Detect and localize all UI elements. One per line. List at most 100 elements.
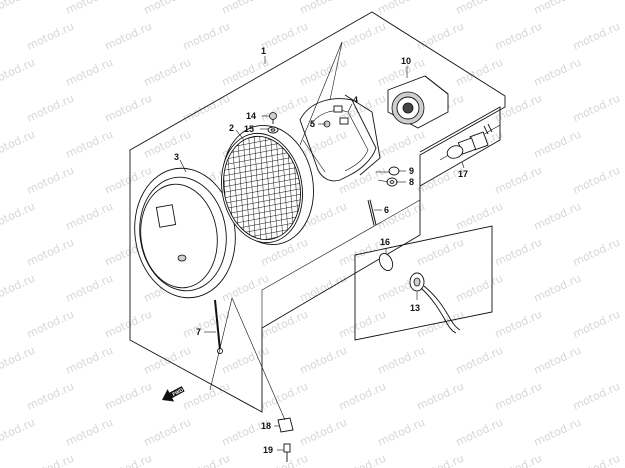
watermark-text: motod.ru <box>493 92 544 125</box>
callout-3: 3 <box>174 152 179 162</box>
watermark-text: motod.ru <box>25 236 76 269</box>
watermark-text: motod.ru <box>493 308 544 341</box>
watermark-text: motod.ru <box>142 56 193 89</box>
watermark-text: motod.ru <box>298 0 349 17</box>
bracket-bolt <box>367 199 377 226</box>
watermark-text: motod.ru <box>571 380 622 413</box>
watermark-text: motod.ru <box>298 272 349 305</box>
watermark-text: motod.ru <box>103 452 154 468</box>
headlamp-bracket <box>299 94 381 182</box>
watermark-text: motod.ru <box>376 0 427 17</box>
watermark-text: motod.ru <box>532 0 583 17</box>
watermark-text: motod.ru <box>103 380 154 413</box>
watermark-text: motod.ru <box>415 20 466 53</box>
watermark-text: motod.ru <box>376 128 427 161</box>
watermark-text: motod.ru <box>142 416 193 449</box>
watermark-text: motod.ru <box>0 416 37 449</box>
watermark-text: motod.ru <box>493 380 544 413</box>
callout-6: 6 <box>384 205 389 215</box>
watermark-text: motod.ru <box>259 308 310 341</box>
watermark-text: motod.ru <box>571 452 622 468</box>
watermark-text: motod.ru <box>220 344 271 377</box>
watermark-text: motod.ru <box>0 0 37 17</box>
watermark-text: motod.ru <box>532 344 583 377</box>
watermark-text: motod.ru <box>493 236 544 269</box>
callout-4: 4 <box>353 95 358 105</box>
headlamp-unit <box>215 124 314 246</box>
watermark-text: motod.ru <box>337 452 388 468</box>
callout-13: 13 <box>410 303 420 313</box>
watermark-text: motod.ru <box>181 452 232 468</box>
watermark-text: motod.ru <box>0 200 37 233</box>
callout-15: 15 <box>244 124 254 134</box>
watermark-text: motod.ru <box>454 416 505 449</box>
callout-17: 17 <box>458 169 468 179</box>
watermark-text: motod.ru <box>298 344 349 377</box>
watermark-text: motod.ru <box>0 272 37 305</box>
watermark-text: motod.ru <box>64 128 115 161</box>
watermark-text: motod.ru <box>571 20 622 53</box>
watermark-text: motod.ru <box>259 380 310 413</box>
watermark-text: motod.ru <box>25 164 76 197</box>
assembly-frame <box>129 11 506 413</box>
watermark-text: motod.ru <box>64 272 115 305</box>
callout-7: 7 <box>196 327 201 337</box>
watermark-text: motod.ru <box>25 308 76 341</box>
nut-8 <box>386 177 398 187</box>
watermark-text: motod.ru <box>181 380 232 413</box>
watermark-text: motod.ru <box>493 452 544 468</box>
watermark-text: motod.ru <box>298 56 349 89</box>
bulb-socket-wire <box>409 272 461 334</box>
watermark-text: motod.ru <box>571 236 622 269</box>
callout-14: 14 <box>246 111 256 121</box>
callout-labels: 1 2 3 4 5 6 7 8 9 10 13 14 15 16 17 18 1… <box>174 46 468 455</box>
watermark-text: motod.ru <box>532 56 583 89</box>
bulb-dust-cover <box>387 75 449 129</box>
watermark-text: motod.ru <box>220 272 271 305</box>
watermark-text: motod.ru <box>571 92 622 125</box>
watermark-text: motod.ru <box>103 92 154 125</box>
watermark-text: motod.ru <box>454 344 505 377</box>
watermark-text: motod.ru <box>454 56 505 89</box>
watermark-text: motod.ru <box>64 0 115 17</box>
watermark-text: motod.ru <box>103 308 154 341</box>
watermark-text: motod.ru <box>64 200 115 233</box>
watermark-text: motod.ru <box>415 380 466 413</box>
watermark-text: motod.ru <box>454 272 505 305</box>
callout-10: 10 <box>401 56 411 66</box>
watermark-text: motod.ru <box>259 92 310 125</box>
watermark-text: motod.ru <box>298 416 349 449</box>
callout-18: 18 <box>261 421 271 431</box>
watermark-text: motod.ru <box>103 20 154 53</box>
watermark-text: motod.ru <box>25 20 76 53</box>
watermark-text: motod.ru <box>532 128 583 161</box>
callout-19: 19 <box>263 445 273 455</box>
callout-2: 2 <box>229 123 234 133</box>
watermark-text: motod.ru <box>337 20 388 53</box>
grommet-9 <box>388 166 400 176</box>
watermark-text: motod.ru <box>25 380 76 413</box>
watermark-text: motod.ru <box>493 20 544 53</box>
watermark-text: motod.ru <box>64 416 115 449</box>
watermark-text: motod.ru <box>25 452 76 468</box>
watermark-text: motod.ru <box>181 20 232 53</box>
watermark-text: motod.ru <box>64 344 115 377</box>
washer-15 <box>267 126 279 134</box>
screw-14 <box>269 112 277 124</box>
leader-lines <box>179 41 465 451</box>
watermark-text: motod.ru <box>493 164 544 197</box>
watermark-text: motod.ru <box>532 416 583 449</box>
watermark-text: motod.ru <box>571 308 622 341</box>
watermark-text: motod.ru <box>337 308 388 341</box>
callout-9: 9 <box>409 166 414 176</box>
bulb-socket-subframe <box>354 225 493 341</box>
headlamp-rim <box>134 167 236 299</box>
fwd-label: FWD <box>172 387 185 398</box>
watermark-text: motod.ru <box>181 308 232 341</box>
watermark-text: motod.ru <box>532 272 583 305</box>
fwd-arrow-icon: FWD <box>162 386 185 402</box>
watermark-text: motod.ru <box>64 56 115 89</box>
watermark-text: motod.ru <box>0 344 37 377</box>
